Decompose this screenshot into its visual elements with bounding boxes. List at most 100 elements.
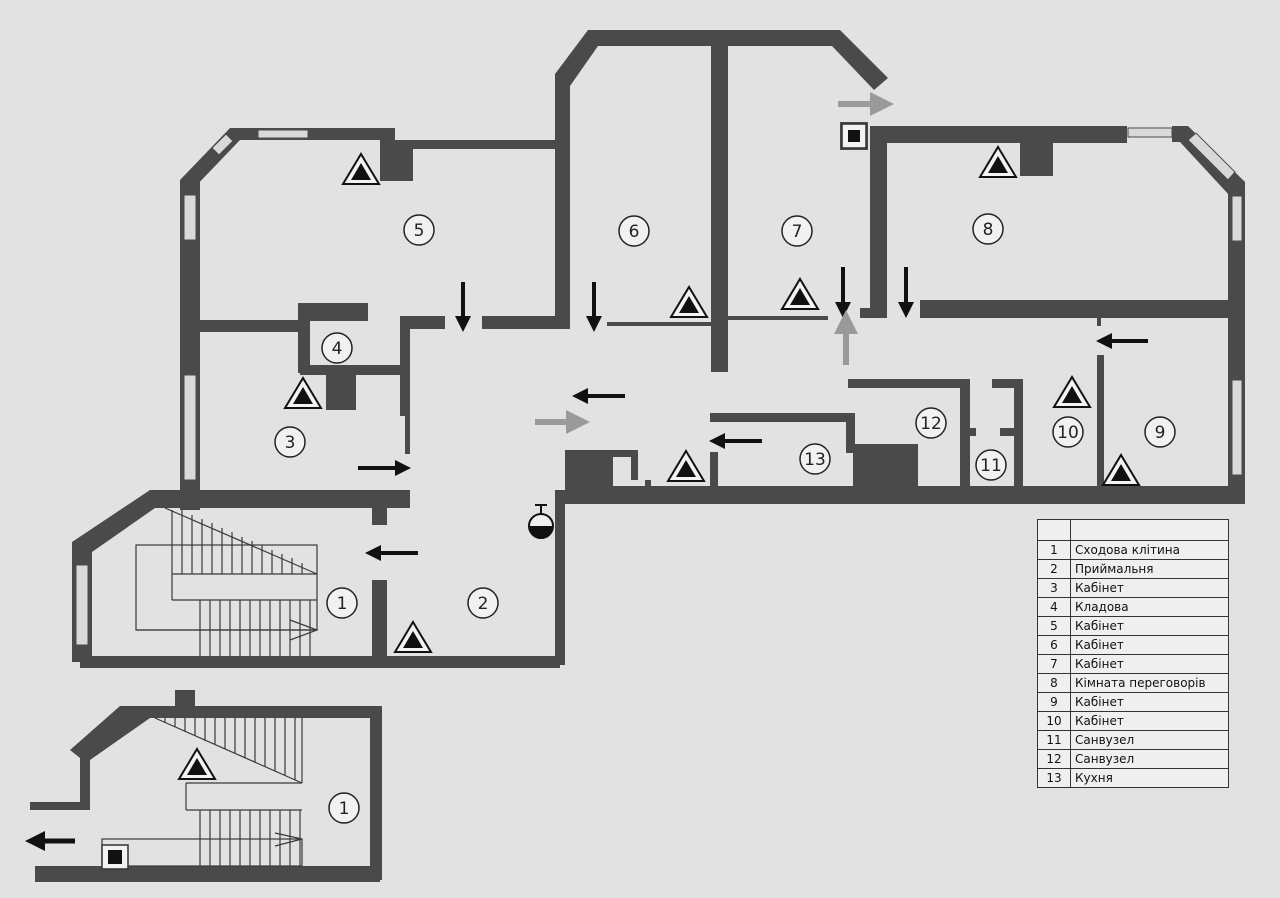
legend-number: 10 — [1037, 711, 1071, 731]
room-number-10: 10 — [1052, 416, 1084, 448]
legend-number: 6 — [1037, 635, 1071, 655]
wall — [565, 486, 1245, 504]
wall — [1000, 428, 1014, 436]
legend-number: 13 — [1037, 768, 1071, 788]
legend-label: Кабінет — [1070, 711, 1229, 731]
wall — [887, 126, 1127, 143]
legend-label: Приймальня — [1070, 559, 1229, 579]
room-number-label: 2 — [478, 594, 489, 614]
wall — [1014, 379, 1023, 491]
windows — [75, 127, 1243, 646]
legend-header-row — [1037, 519, 1229, 541]
wall — [200, 320, 300, 332]
legend-number: 12 — [1037, 749, 1071, 769]
room-number-circle — [1052, 416, 1084, 448]
wall — [710, 413, 855, 422]
staircase-main — [135, 507, 319, 656]
wall — [711, 46, 728, 372]
fire-extinguisher-triangle-icon — [978, 145, 1018, 178]
fire-extinguisher-triangle-icon — [177, 747, 217, 780]
staircase-lower — [101, 717, 303, 867]
wall — [400, 316, 445, 329]
legend-number: 4 — [1037, 597, 1071, 617]
wall — [846, 413, 855, 453]
room-number-13: 13 — [799, 443, 831, 475]
room-number-label: 7 — [792, 222, 803, 242]
room-number-6: 6 — [618, 215, 650, 247]
room-number-label: 10 — [1057, 423, 1079, 443]
wall — [607, 322, 715, 326]
room-number-circle — [975, 449, 1007, 481]
legend-number: 2 — [1037, 559, 1071, 579]
legend-header-cell — [1070, 519, 1229, 541]
wall-pillar — [380, 140, 413, 181]
legend-label: Кабінет — [1070, 635, 1229, 655]
extinguisher-markers — [177, 145, 1141, 780]
walls-lower — [30, 690, 382, 882]
room-number-circle — [1144, 416, 1176, 448]
wall — [645, 480, 651, 490]
wall — [1097, 355, 1104, 491]
wall — [613, 450, 638, 457]
wall — [400, 316, 410, 416]
wall — [372, 500, 387, 525]
room-number-label: 9 — [1155, 423, 1166, 443]
room-number-circle — [618, 215, 650, 247]
room-number-12: 12 — [915, 407, 947, 439]
room-number-circle — [972, 213, 1004, 245]
wall — [80, 656, 560, 668]
room-number-label: 3 — [285, 433, 296, 453]
wall — [555, 490, 565, 665]
legend-number: 1 — [1037, 540, 1071, 560]
legend-label: Кабінет — [1070, 616, 1229, 636]
room-number-1: 1 — [328, 792, 360, 824]
wall — [298, 303, 310, 373]
room-number-circle — [326, 587, 358, 619]
room-number-1: 1 — [326, 587, 358, 619]
room-number-3: 3 — [274, 426, 306, 458]
wall — [395, 140, 560, 149]
wall-pillar — [326, 373, 356, 410]
room-number-5: 5 — [403, 214, 435, 246]
room-number-circle — [915, 407, 947, 439]
legend-label: Сходова клітина — [1070, 540, 1229, 560]
legend-number: 7 — [1037, 654, 1071, 674]
room-number-8: 8 — [972, 213, 1004, 245]
wall — [1097, 318, 1101, 326]
room-number-11: 11 — [975, 449, 1007, 481]
room-number-circle — [403, 214, 435, 246]
legend-label: Кладова — [1070, 597, 1229, 617]
fire-alarm-icon — [841, 123, 867, 149]
room-number-2: 2 — [467, 587, 499, 619]
room-number-label: 4 — [332, 339, 343, 359]
fire-extinguisher-triangle-icon — [1101, 453, 1141, 486]
wall — [710, 452, 718, 490]
wall — [870, 126, 887, 318]
room-number-circle — [467, 587, 499, 619]
wall — [555, 30, 888, 329]
wall-pillar — [1020, 143, 1053, 176]
room-number-circle — [274, 426, 306, 458]
room-number-label: 12 — [920, 414, 942, 434]
wall — [200, 490, 410, 508]
legend-label: Кабінет — [1070, 692, 1229, 712]
room-number-label: 1 — [339, 799, 350, 819]
wall — [72, 490, 200, 662]
room-number-label: 1 — [337, 594, 348, 614]
wall — [920, 300, 1228, 318]
wall — [298, 303, 368, 321]
fire-extinguisher-triangle-icon — [283, 376, 323, 409]
fire-extinguisher-triangle-icon — [1052, 375, 1092, 408]
wall — [482, 316, 570, 329]
